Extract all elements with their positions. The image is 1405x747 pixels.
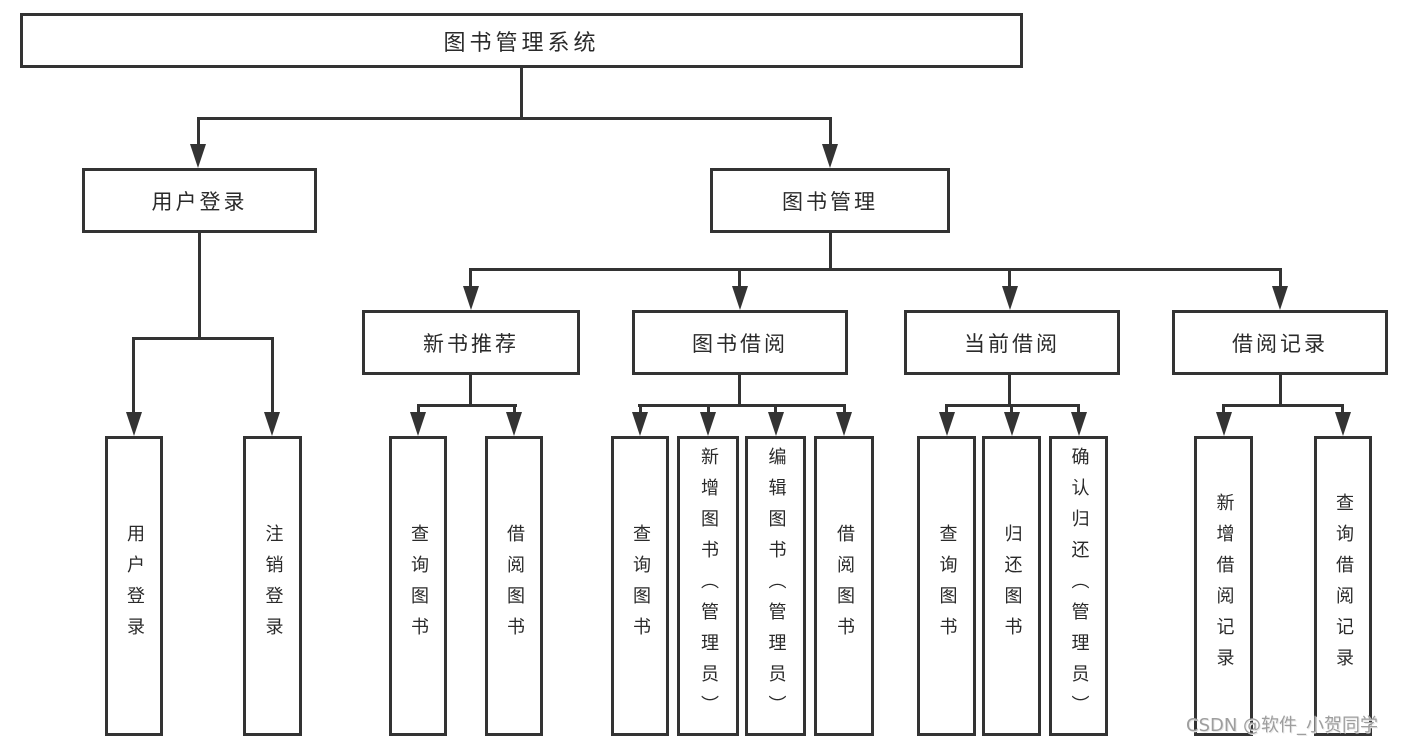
leaf-add-borrow-record: 新增借阅记录 [1194,436,1253,736]
arrow-down-icon [632,412,648,436]
connector-vline [639,404,642,414]
connector-vline [738,268,741,288]
arrow-down-icon [1004,412,1020,436]
connector-hline [197,117,832,120]
connector-vline [198,233,201,340]
arrow-down-icon [732,286,748,310]
node-label: 用户登录 [124,524,145,648]
node-label: 当前借阅 [964,331,1060,356]
connector-vline [707,404,710,414]
arrow-down-icon [822,144,838,168]
node-label: 用户登录 [151,189,248,214]
leaf-search-books-borrowing: 查询图书 [611,436,669,736]
connector-vline [829,117,832,147]
node-label: 新书推荐 [423,331,519,356]
arrow-down-icon [126,412,142,436]
connector-vline [1341,404,1344,414]
node-label: 新增图书（管理员） [698,446,719,726]
node-label: 新增借阅记录 [1213,493,1235,679]
node-library-management-system: 图书管理系统 [20,13,1023,68]
connector-hline [1222,404,1344,407]
node-user-login: 用户登录 [82,168,317,233]
connector-hline [638,404,846,407]
leaf-user-login: 用户登录 [105,436,163,736]
connector-vline [1222,404,1225,414]
connector-vline [843,404,846,414]
arrow-down-icon [1071,412,1087,436]
node-label: 图书管理 [782,189,878,214]
connector-vline [945,404,948,414]
connector-vline [513,404,516,414]
arrow-down-icon [1216,412,1232,436]
node-label: 查询图书 [408,524,429,648]
node-label: 归还图书 [1001,524,1023,648]
connector-vline [417,404,420,414]
node-label: 图书借阅 [692,331,788,356]
leaf-search-borrow-record: 查询借阅记录 [1314,436,1372,736]
watermark-text: CSDN @软件_小贺同学 [1186,715,1379,736]
node-label: 编辑图书（管理员） [765,446,787,726]
node-label: 确认归还（管理员） [1068,446,1090,726]
node-label: 借阅记录 [1232,331,1328,356]
node-book-management: 图书管理 [710,168,950,233]
arrow-down-icon [1272,286,1288,310]
node-label: 借阅图书 [834,524,855,648]
arrow-down-icon [700,412,716,436]
leaf-confirm-return-admin: 确认归还（管理员） [1049,436,1108,736]
connector-vline [1008,268,1011,288]
connector-vline [132,337,135,414]
connector-vline [774,404,777,414]
connector-vline [829,233,832,271]
node-label: 图书管理系统 [443,30,600,56]
connector-vline [1279,375,1282,406]
leaf-add-books-admin: 新增图书（管理员） [677,436,739,736]
connector-hline [469,268,1282,271]
connector-vline [1010,404,1013,414]
connector-vline [520,68,523,119]
connector-hline [417,404,517,407]
arrow-down-icon [768,412,784,436]
node-borrowing-records: 借阅记录 [1172,310,1388,375]
arrow-down-icon [264,412,280,436]
connector-vline [1077,404,1080,414]
leaf-borrow-books-recommend: 借阅图书 [485,436,543,736]
connector-vline [469,268,472,288]
node-label: 借阅图书 [504,524,525,648]
connector-vline [1008,375,1011,406]
connector-vline [1279,268,1282,288]
arrow-down-icon [939,412,955,436]
arrow-down-icon [463,286,479,310]
node-label: 注销登录 [262,524,284,648]
connector-vline [738,375,741,406]
connector-vline [469,375,472,406]
connector-vline [197,117,200,147]
connector-hline [132,337,274,340]
node-label: 查询图书 [630,524,651,648]
leaf-logout-login: 注销登录 [243,436,302,736]
leaf-search-books-recommend: 查询图书 [389,436,447,736]
arrow-down-icon [190,144,206,168]
node-label: 查询图书 [936,524,958,648]
arrow-down-icon [410,412,426,436]
connector-vline [271,337,274,414]
node-current-borrowing: 当前借阅 [904,310,1120,375]
leaf-edit-books-admin: 编辑图书（管理员） [745,436,806,736]
node-book-borrowing: 图书借阅 [632,310,848,375]
arrow-down-icon [1002,286,1018,310]
node-new-book-recommendation: 新书推荐 [362,310,580,375]
arrow-down-icon [836,412,852,436]
leaf-return-books: 归还图书 [982,436,1041,736]
arrow-down-icon [506,412,522,436]
node-label: 查询借阅记录 [1333,493,1354,679]
arrow-down-icon [1335,412,1351,436]
leaf-borrow-books-borrowing: 借阅图书 [814,436,874,736]
leaf-search-books-current: 查询图书 [917,436,976,736]
